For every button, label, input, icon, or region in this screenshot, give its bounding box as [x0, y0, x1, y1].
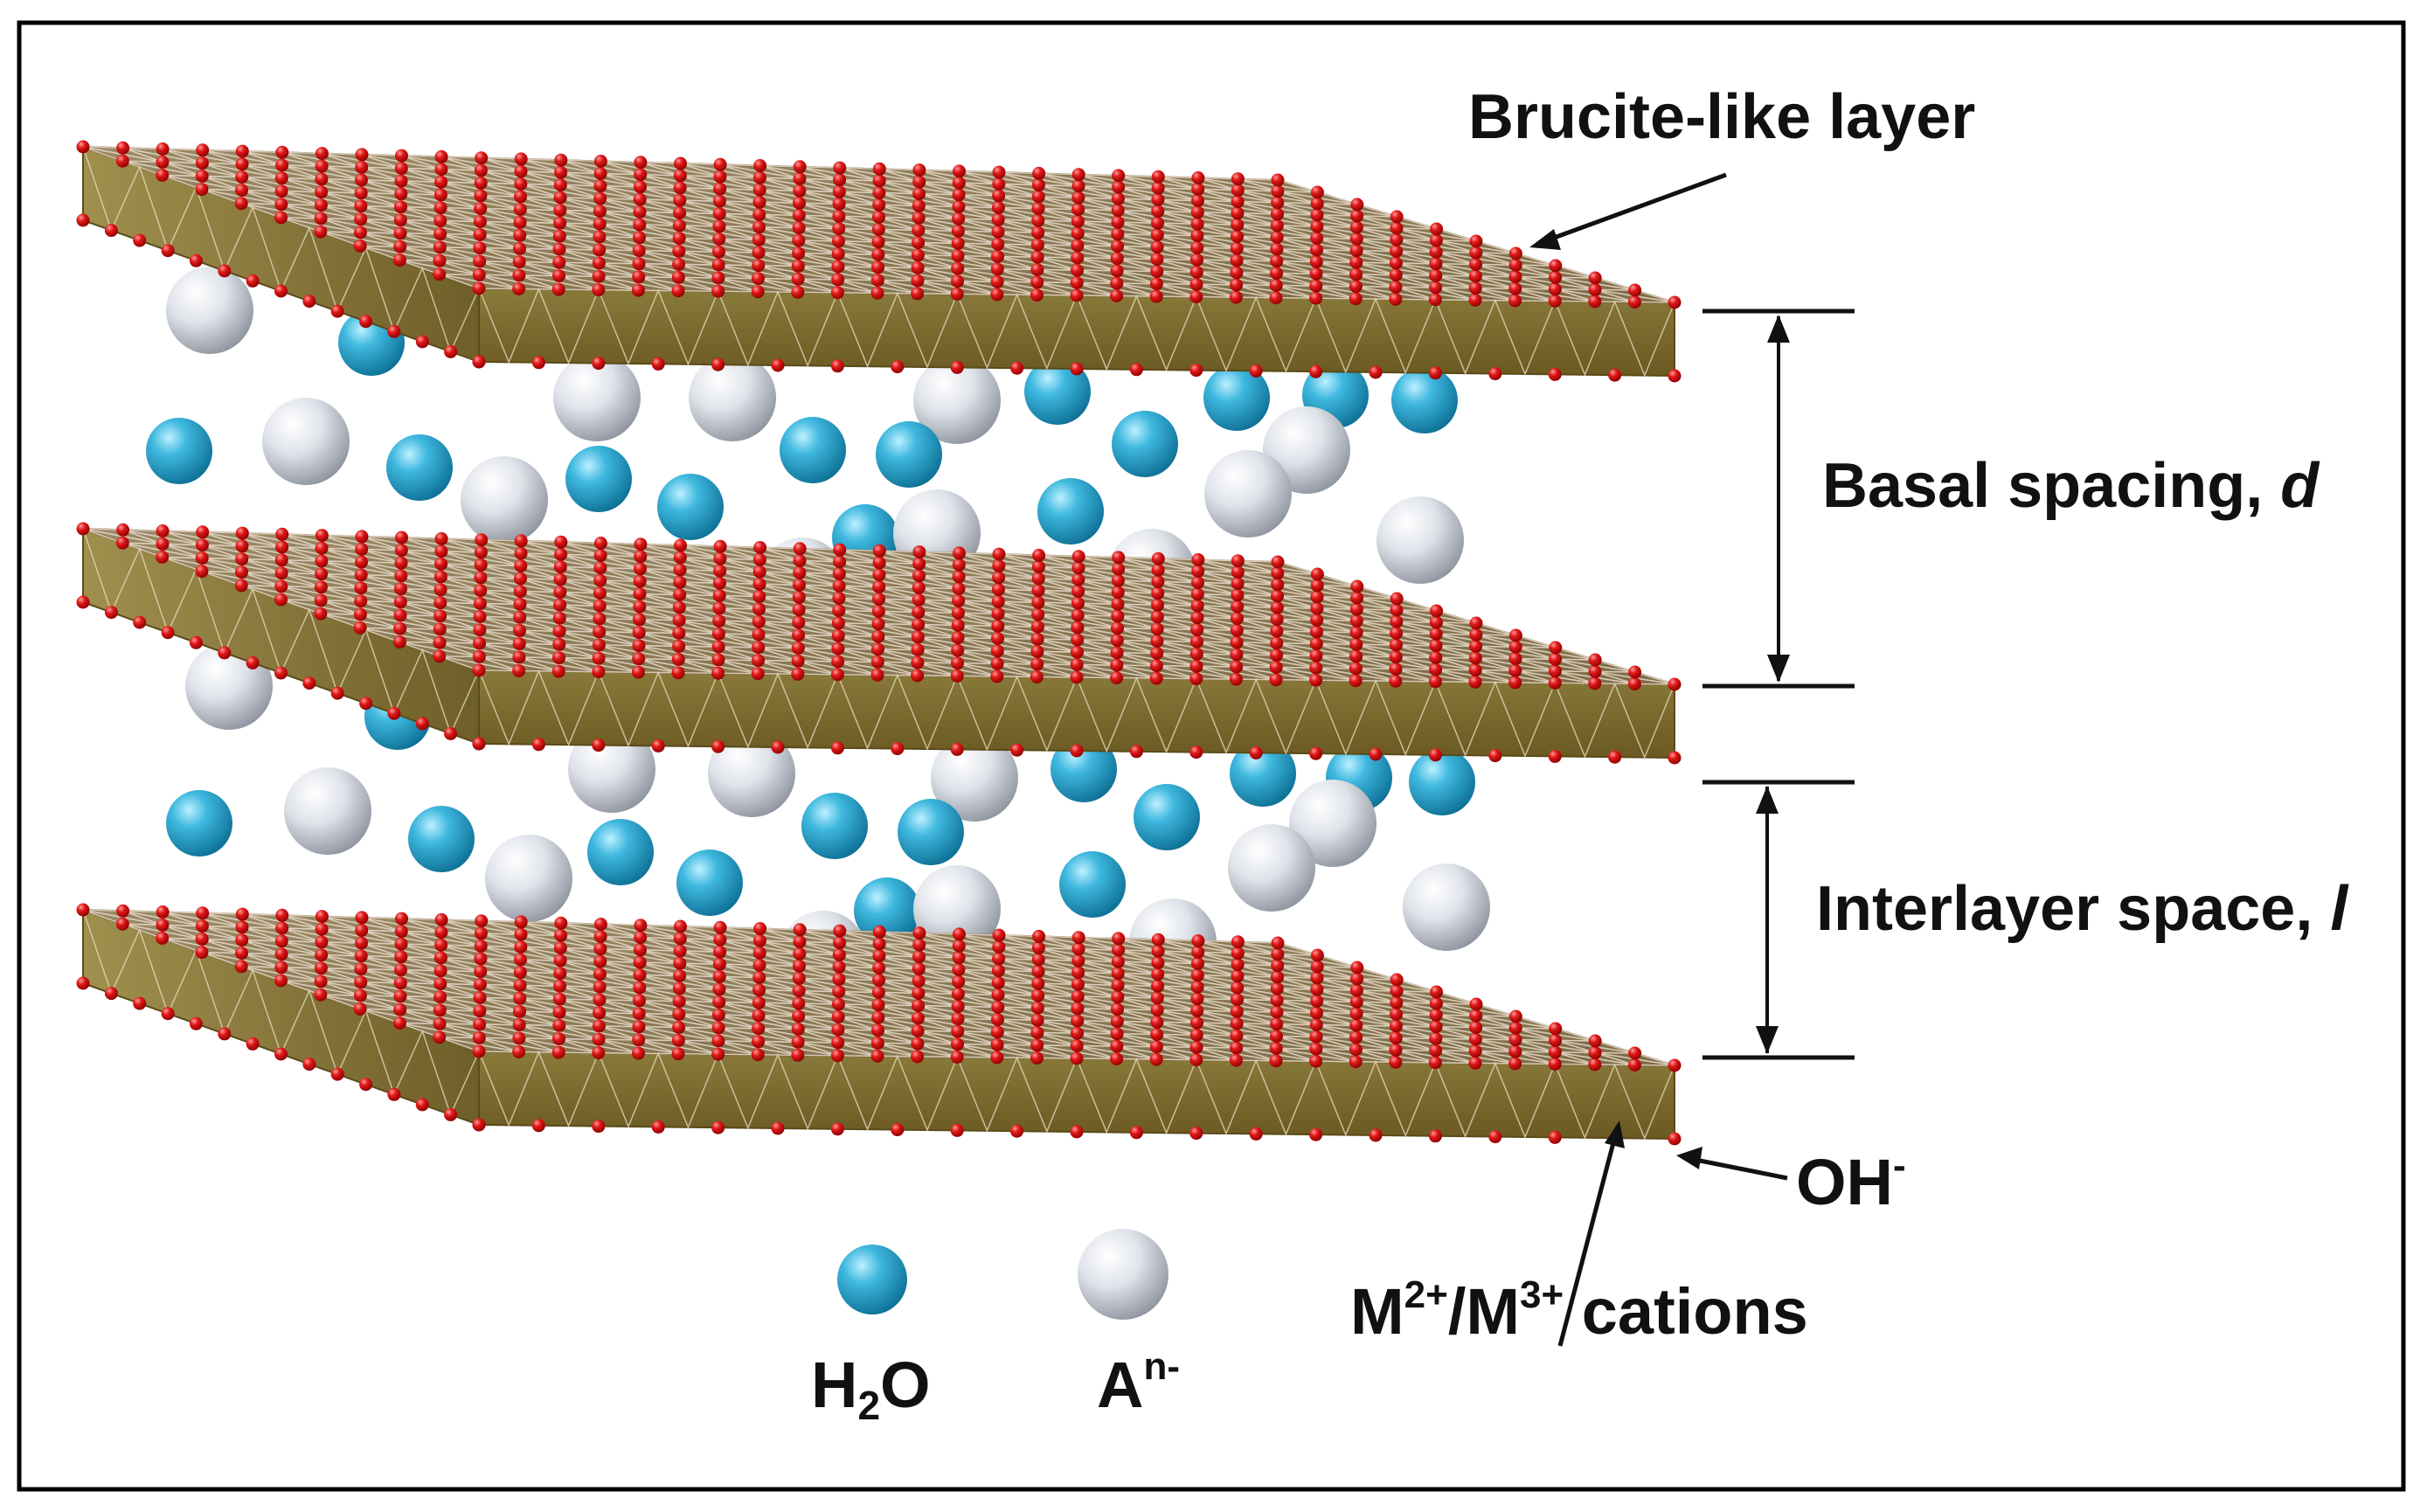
water-molecule [1391, 367, 1458, 433]
interlayer-space-dimension [1702, 780, 1855, 1060]
anion [931, 734, 1018, 822]
anion [1228, 824, 1315, 912]
anion [1289, 780, 1376, 867]
anion [166, 267, 253, 354]
basal-spacing-dimension [1702, 309, 1855, 689]
hydroxide-label: OH- [1796, 1144, 1906, 1218]
layer-stack [76, 140, 1682, 1146]
legend-anion-swatch [1078, 1229, 1168, 1320]
water-molecule [876, 421, 942, 488]
legend-water-swatch [837, 1245, 907, 1314]
anion [1376, 496, 1464, 584]
water-molecule [1051, 736, 1117, 802]
anion [1204, 450, 1292, 538]
anion [913, 357, 1001, 444]
water-molecule [408, 806, 475, 872]
water-molecule [1203, 364, 1270, 431]
water-molecule [676, 850, 743, 916]
water-molecule [565, 446, 632, 512]
brucite-layer-middle [76, 522, 1682, 765]
anion [485, 835, 572, 922]
water-molecule [780, 417, 846, 483]
interlayer-space-label: Interlayer space, l [1816, 874, 2349, 944]
legend-anion-label: An- [1097, 1345, 1180, 1421]
water-molecule [1024, 358, 1091, 425]
water-molecule [1409, 749, 1475, 815]
water-molecule [854, 877, 920, 944]
water-molecule [386, 434, 453, 501]
water-molecule [1059, 851, 1126, 918]
water-molecule [657, 474, 724, 540]
interlayer-ions-upper-back [166, 267, 1458, 444]
water-molecule [166, 790, 232, 857]
brucite-layer-label: Brucite-like layer [1468, 82, 1975, 152]
legend: H2O An- [811, 1229, 1180, 1428]
water-molecule [1112, 411, 1178, 477]
basal-spacing-label: Basal spacing, d [1822, 451, 2320, 521]
water-molecule [1230, 740, 1296, 807]
anion [1403, 864, 1490, 951]
brucite-layer-top [76, 140, 1682, 383]
anion [553, 354, 641, 441]
water-molecule [898, 799, 964, 865]
anion [568, 725, 655, 813]
anion [689, 354, 776, 441]
brucite-layer-bottom [76, 903, 1682, 1146]
water-molecule [801, 793, 868, 859]
anion [913, 865, 1001, 953]
interlayer-ions-lower-back [185, 642, 1475, 822]
cations-label: M2+/M3+ cations [1350, 1273, 1808, 1348]
anion [461, 456, 548, 544]
anion [284, 767, 371, 855]
water-molecule [146, 418, 212, 484]
water-molecule [1037, 478, 1104, 544]
water-molecule [587, 819, 654, 885]
water-molecule [1134, 784, 1200, 850]
legend-water-label: H2O [811, 1349, 931, 1428]
anion [262, 398, 350, 485]
figure-frame [17, 20, 2406, 1492]
cation-pointer-arrow [1557, 1120, 1625, 1347]
oh-pointer-arrow [1676, 1147, 1788, 1181]
brucite-pointer-arrow [1529, 172, 1727, 250]
